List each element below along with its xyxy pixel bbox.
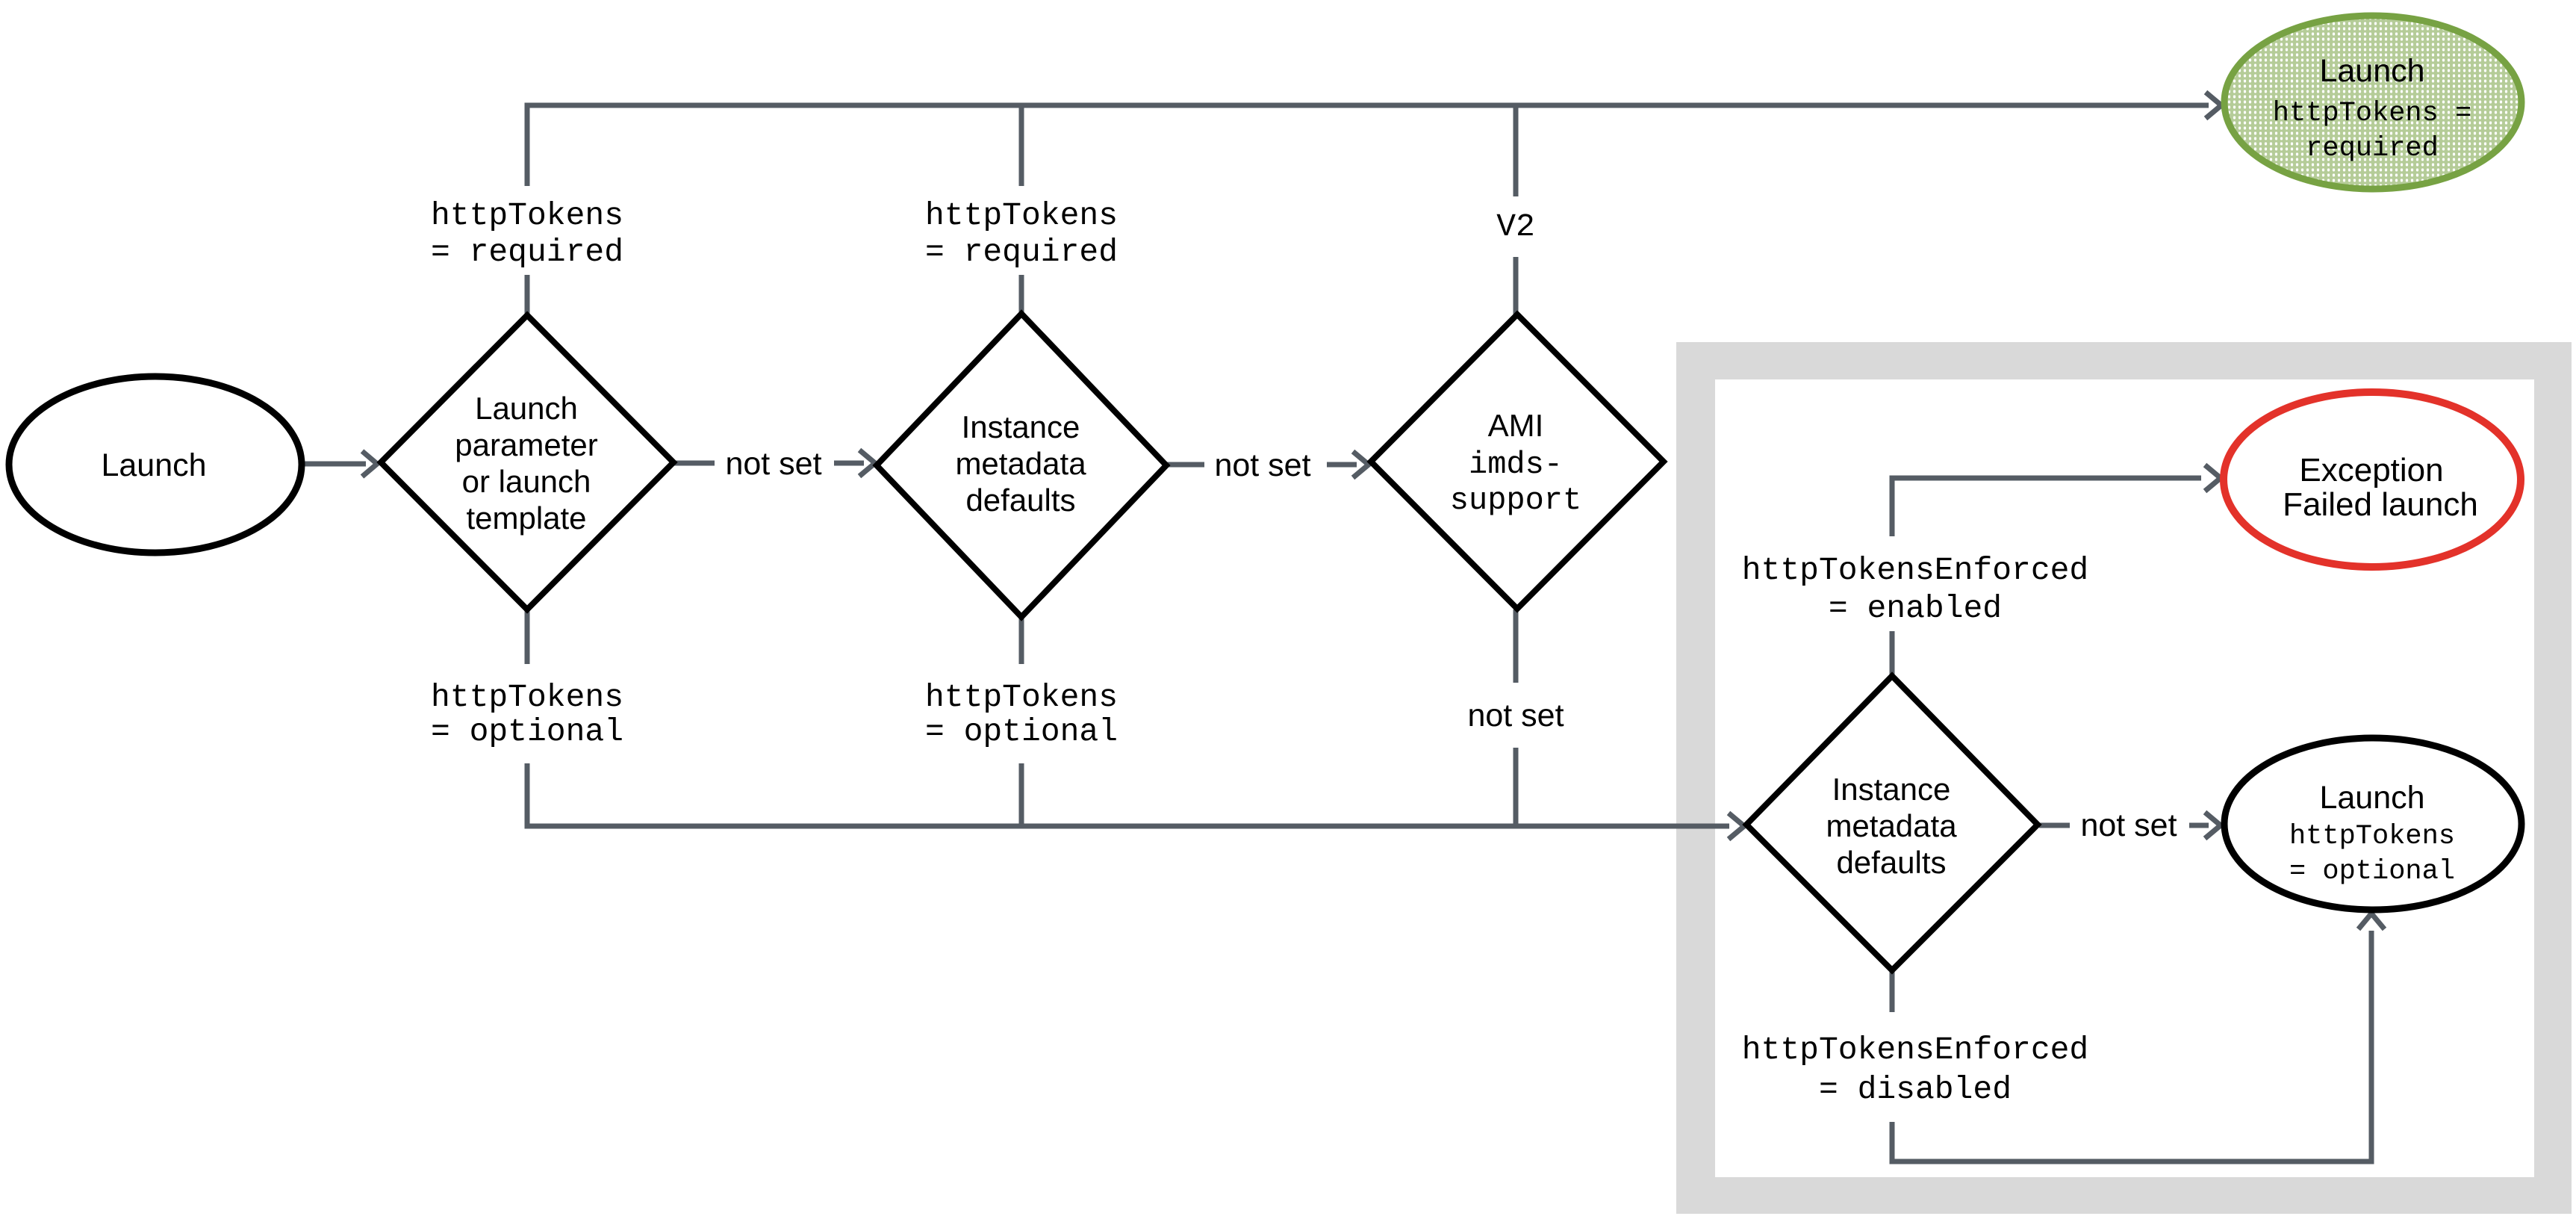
svg-text:Launch: Launch [475,391,578,426]
svg-text:V2: V2 [1496,208,1535,245]
svg-text:= optional: = optional [925,713,1118,750]
svg-text:httpTokensEnforced: httpTokensEnforced [1742,552,2088,589]
svg-text:= disabled: = disabled [1819,1071,2012,1108]
svg-text:not set: not set [2080,807,2177,843]
svg-text:httpTokens: httpTokens [925,197,1118,234]
svg-text:defaults: defaults [1836,845,1946,880]
svg-text:Instance: Instance [1832,772,1951,807]
svg-text:metadata: metadata [955,446,1086,481]
svg-text:defaults: defaults [965,483,1075,518]
svg-text:httpTokens: httpTokens [925,679,1118,716]
svg-text:httpTokens: httpTokens [431,679,623,716]
svg-text:or launch: or launch [462,464,591,499]
svg-text:imds-: imds- [1469,447,1563,483]
svg-text:not set: not set [1214,447,1310,483]
svg-text:= required: = required [431,234,623,270]
svg-text:Exception: Exception [2299,452,2443,488]
svg-text:template: template [466,500,586,536]
svg-text:Launch: Launch [101,447,206,483]
svg-text:= enabled: = enabled [1829,590,2002,627]
svg-text:not set: not set [725,446,821,482]
svg-text:Instance: Instance [962,409,1080,444]
svg-text:required: required [2306,133,2439,164]
svg-text:= optional: = optional [431,713,623,750]
svg-text:parameter: parameter [455,427,597,462]
svg-text:support: support [1450,483,1581,518]
svg-text:not set: not set [1467,698,1564,733]
svg-text:metadata: metadata [1826,808,1957,843]
svg-text:AMI: AMI [1488,408,1544,443]
svg-text:Launch: Launch [2319,53,2424,89]
svg-text:Failed launch: Failed launch [2283,486,2478,523]
svg-text:= optional: = optional [2289,856,2455,887]
svg-text:Launch: Launch [2319,780,2424,816]
svg-text:= required: = required [925,234,1118,270]
svg-text:httpTokens =: httpTokens = [2273,98,2471,129]
svg-text:httpTokensEnforced: httpTokensEnforced [1742,1032,2088,1068]
svg-text:httpTokens: httpTokens [431,197,623,234]
svg-text:httpTokens: httpTokens [2289,821,2455,852]
